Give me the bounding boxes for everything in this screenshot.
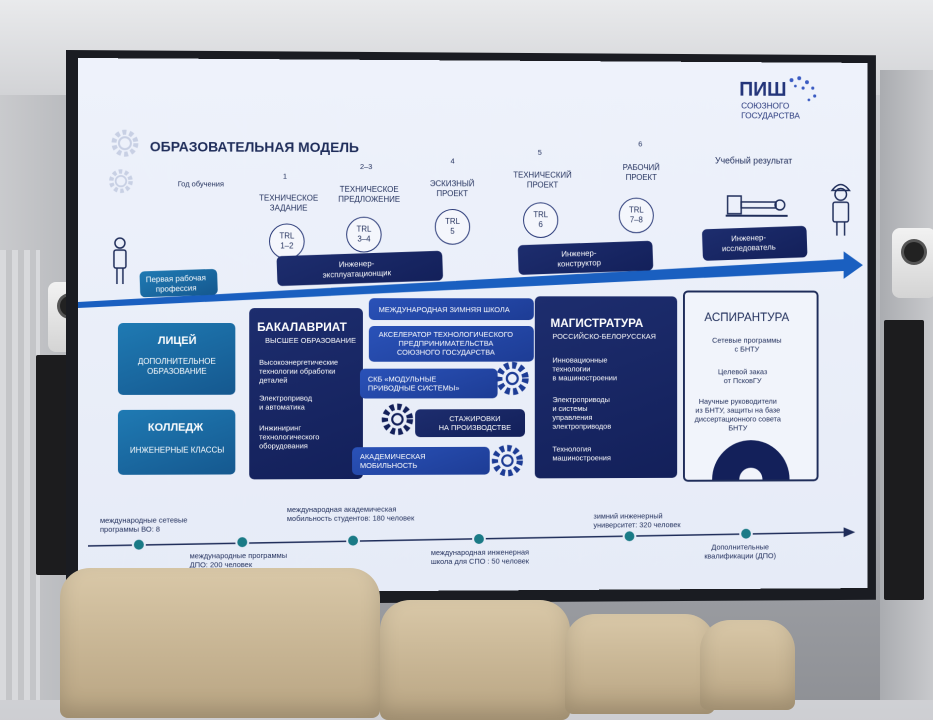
logo-line2: СОЮЗНОГО: [741, 101, 789, 111]
timeline-dot: [623, 529, 637, 543]
chair-backrest: [565, 614, 715, 714]
presentation-slide: ОБРАЗОВАТЕЛЬНАЯ МОДЕЛЬ ПИШ СОЮЗНОГО ГОСУ…: [78, 58, 868, 593]
lyceum-title: ЛИЦЕЙ: [158, 335, 197, 347]
result-label: Учебный результат: [715, 157, 792, 166]
stage-name: ТЕХНИЧЕСКОЕ ПРЕДЛОЖЕНИЕ: [338, 185, 400, 204]
master-item: Электроприводы и системы управления элек…: [552, 395, 611, 431]
timeline-note-below: международные программы ДПО: 200 человек: [190, 551, 287, 569]
chair-backrest: [380, 600, 570, 720]
gear-icon: [380, 401, 415, 437]
half-gear-icon: [706, 440, 795, 480]
stage-year: 5: [538, 148, 542, 157]
gear-icon: [106, 166, 136, 196]
role-box: Инженер- исследователь: [702, 226, 808, 261]
trl-circle: TRL 7–8: [619, 198, 654, 234]
bachelor-card: БАКАЛАВРИАТ ВЫСШЕЕ ОБРАЗОВАНИЕ Высокоэне…: [249, 308, 363, 479]
timeline-note-below: международная инженерная школа для СПО :…: [431, 548, 529, 566]
mobility-box: АКАДЕМИЧЕСКАЯ МОБИЛЬНОСТЬ: [352, 447, 490, 475]
stage-name: ЭСКИЗНЫЙ ПРОЕКТ: [430, 179, 475, 198]
timeline-dot: [472, 532, 486, 546]
master-subtitle: РОССИЙСКО-БЕЛОРУССКАЯ: [552, 332, 656, 341]
bachelor-subtitle: ВЫСШЕЕ ОБРАЗОВАНИЕ: [265, 336, 356, 345]
timeline-dot: [346, 534, 360, 548]
bachelor-item: Высокоэнергетические технологии обработк…: [259, 358, 338, 385]
stage-name: РАБОЧИЙ ПРОЕКТ: [623, 163, 660, 182]
stage-name: ТЕХНИЧЕСКОЕ ЗАДАНИЕ: [259, 194, 318, 213]
speaker-right: [884, 320, 924, 600]
logo-dots-icon: [784, 74, 823, 110]
window-curtain: [0, 250, 40, 700]
internship-box: СТАЖИРОВКИ НА ПРОИЗВОДСТВЕ: [415, 409, 525, 437]
college-body: ИНЖЕНЕРНЫЕ КЛАССЫ: [130, 446, 224, 456]
person-icon: [108, 236, 132, 286]
machine-tool-icon: [724, 188, 792, 220]
bachelor-item: Инжиниринг технологического оборудования: [259, 423, 319, 450]
chair-backrest: [700, 620, 795, 710]
lyceum-card: ЛИЦЕЙ ДОПОЛНИТЕЛЬНОЕ ОБРАЗОВАНИЕ: [118, 323, 235, 395]
college-card: КОЛЛЕДЖ ИНЖЕНЕРНЫЕ КЛАССЫ: [118, 410, 235, 475]
college-title: КОЛЛЕДЖ: [148, 422, 203, 434]
stage-year: 1: [283, 172, 287, 181]
timeline-dot: [235, 535, 249, 549]
phd-item: Научные руководители из БНТУ, защиты на …: [695, 397, 781, 433]
logo-main: ПИШ: [739, 79, 786, 102]
timeline-note-above: зимний инженерный университет: 320 челов…: [593, 511, 680, 529]
role-box: Первая рабочая профессия: [139, 269, 217, 298]
engineer-icon: [826, 179, 855, 238]
phd-card: АСПИРАНТУРА Сетевые программы с БНТУ Цел…: [683, 291, 819, 482]
year-label: Год обучения: [178, 179, 224, 188]
timeline-note-below: Дополнительные квалификации (ДПО): [704, 542, 776, 560]
camera-right-icon: [892, 228, 933, 298]
slide-title: ОБРАЗОВАТЕЛЬНАЯ МОДЕЛЬ: [150, 138, 359, 155]
skb-box: СКБ «МОДУЛЬНЫЕ ПРИВОДНЫЕ СИСТЕМЫ»: [360, 369, 498, 399]
master-card: МАГИСТРАТУРА РОССИЙСКО-БЕЛОРУССКАЯ Иннов…: [535, 296, 677, 478]
logo-line3: ГОСУДАРСТВА: [741, 110, 800, 120]
stage-year: 4: [451, 156, 455, 165]
timeline-note-above: международная академическая мобильность …: [287, 505, 414, 523]
winter-school-box: МЕЖДУНАРОДНАЯ ЗИМНЯЯ ШКОЛА: [369, 298, 534, 320]
timeline-dot: [132, 538, 146, 552]
timeline-dot: [739, 527, 753, 541]
master-item: Инновационные технологии в машиностроени…: [552, 356, 617, 383]
bachelor-title: БАКАЛАВРИАТ: [257, 320, 347, 334]
master-title: МАГИСТРАТУРА: [550, 316, 643, 330]
gear-icon: [494, 360, 531, 398]
gear-icon: [108, 126, 142, 160]
phd-item: Целевой заказ от ПсковГУ: [718, 367, 767, 385]
role-box: Инженер- эксплуатационщик: [276, 251, 443, 286]
lyceum-body: ДОПОЛНИТЕЛЬНОЕ ОБРАЗОВАНИЕ: [138, 357, 216, 376]
role-box: Инженер- конструктор: [518, 241, 654, 275]
timeline-note-above: международные сетевые программы ВО: 8: [100, 516, 187, 534]
stage-name: ТЕХНИЧЕСКИЙ ПРОЕКТ: [513, 171, 571, 190]
bachelor-item: Электропривод и автоматика: [259, 394, 312, 412]
accelerator-box: АКСЕЛЕРАТОР ТЕХНОЛОГИЧЕСКОГО ПРЕДПРИНИМА…: [369, 326, 534, 362]
phd-item: Сетевые программы с БНТУ: [712, 336, 781, 354]
stage-year: 2–3: [360, 162, 372, 171]
chair-backrest: [60, 568, 380, 718]
master-item: Технология машиностроения: [552, 445, 611, 463]
phd-title: АСПИРАНТУРА: [704, 310, 789, 324]
gear-icon: [490, 443, 525, 479]
stage-year: 6: [638, 139, 642, 148]
